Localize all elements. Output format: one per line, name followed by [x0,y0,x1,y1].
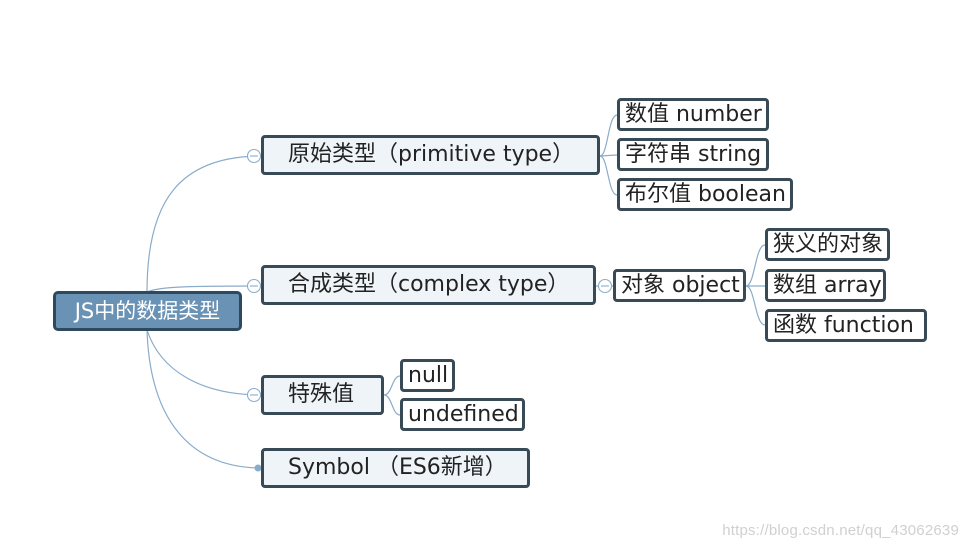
branch-primitive-type[interactable]: 原始类型（primitive type） [261,135,600,175]
connector-primitive-number [599,114,618,157]
collapse-handle-object[interactable] [597,278,613,294]
branch-special-values-label: 特殊值 [288,382,355,407]
leaf-boolean-label: 布尔值 boolean [625,181,786,207]
leaf-array[interactable]: 数组 array [765,269,886,302]
leaf-function[interactable]: 函数 function [765,309,927,342]
leaf-number[interactable]: 数值 number [617,98,769,131]
connector-special-null [383,375,401,396]
connector-root-symbol [146,329,263,469]
connector-primitive-string [599,154,618,157]
leaf-boolean[interactable]: 布尔值 boolean [617,178,793,211]
branch-symbol[interactable]: Symbol （ES6新增） [261,448,530,488]
leaf-string[interactable]: 字符串 string [617,138,769,171]
leaf-plain-object[interactable]: 狭义的对象 [765,228,890,261]
leaf-string-label: 字符串 string [625,141,762,167]
root-node-label: JS中的数据类型 [74,298,221,323]
collapse-handle-primitive[interactable] [246,148,262,164]
leaf-null-label: null [408,362,449,388]
collapse-handle-special[interactable] [246,387,262,403]
connector-root-special [146,329,263,396]
connector-object-plain [745,244,766,287]
connector-root-complex [146,285,263,293]
leaf-undefined-label: undefined [408,401,519,427]
root-node[interactable]: JS中的数据类型 [53,291,242,331]
branch-symbol-label: Symbol （ES6新增） [288,455,507,480]
node-object[interactable]: 对象 object [613,269,746,302]
node-object-label: 对象 object [621,272,740,298]
leaf-null[interactable]: null [400,359,455,392]
leaf-function-label: 函数 function [773,312,914,338]
connector-special-undefined [383,394,401,416]
branch-primitive-type-label: 原始类型（primitive type） [288,142,575,167]
connector-object-function [745,285,766,326]
leaf-dot-symbol [254,464,262,472]
connector-root-primitive [146,155,263,293]
branch-special-values[interactable]: 特殊值 [261,375,384,415]
collapse-handle-complex[interactable] [246,278,262,294]
branch-complex-type[interactable]: 合成类型（complex type） [261,265,596,305]
leaf-plain-object-label: 狭义的对象 [773,231,884,257]
leaf-array-label: 数组 array [773,272,882,298]
connector-primitive-boolean [599,155,618,196]
branch-complex-type-label: 合成类型（complex type） [288,272,570,297]
leaf-undefined[interactable]: undefined [400,398,525,431]
watermark-text: https://blog.csdn.net/qq_43062639 [722,522,959,539]
leaf-number-label: 数值 number [625,101,762,127]
